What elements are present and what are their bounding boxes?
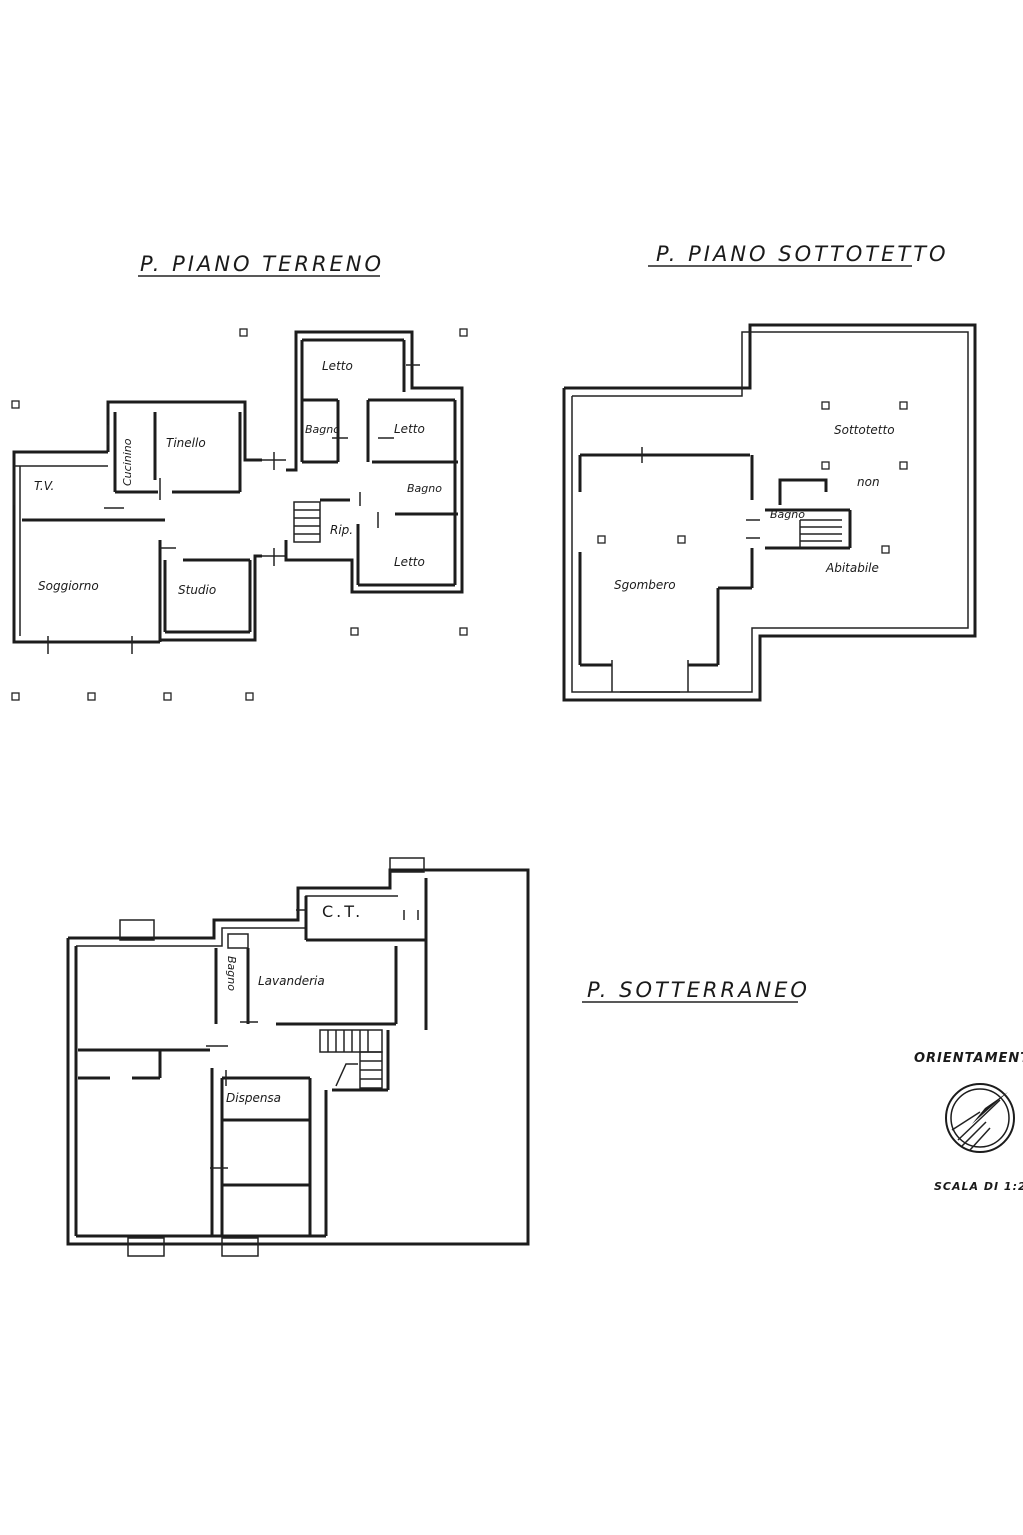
room-ct: C.T. — [322, 902, 363, 921]
room-sottotetto: Sottotetto — [834, 423, 895, 437]
room-letto-2: Letto — [394, 422, 425, 436]
compass-icon — [945, 1083, 1015, 1153]
room-lavanderia: Lavanderia — [258, 974, 325, 988]
room-studio: Studio — [178, 583, 216, 597]
room-bagno-basement: Bagno — [225, 956, 238, 991]
room-non-label: non — [857, 475, 880, 489]
room-soggiorno: Soggiorno — [38, 579, 99, 593]
room-cucinino: Cucinino — [121, 438, 134, 486]
room-bagno-1: Bagno — [305, 423, 340, 436]
ground-floor-plan — [12, 330, 464, 654]
title-sotterraneo: P. SOTTERRANEO — [587, 978, 810, 1002]
scale-label: SCALA DI 1:2 — [934, 1180, 1023, 1193]
attic-floor-plan — [562, 323, 977, 702]
pillar-markers-attic — [597, 401, 908, 554]
room-letto-1: Letto — [322, 359, 353, 373]
room-ripostiglio: Rip. — [330, 523, 353, 537]
room-dispensa: Dispensa — [226, 1091, 281, 1105]
room-bagno-2: Bagno — [407, 482, 442, 495]
room-letto-3: Letto — [394, 555, 425, 569]
pillar-markers-ground — [11, 328, 468, 701]
title-piano-sottotetto: P. PIANO SOTTOTETTO — [656, 242, 949, 266]
room-abitabile-label: Abitabile — [825, 561, 879, 575]
room-sgombero: Sgombero — [614, 578, 676, 592]
basement-floor-plan — [66, 857, 530, 1257]
room-tinello: Tinello — [166, 436, 206, 450]
room-tv: T.V. — [34, 479, 54, 493]
room-bagno-attic: Bagno — [770, 508, 805, 521]
title-piano-terreno: P. PIANO TERRENO — [140, 252, 384, 276]
orientation-label: ORIENTAMENT — [914, 1051, 1023, 1066]
